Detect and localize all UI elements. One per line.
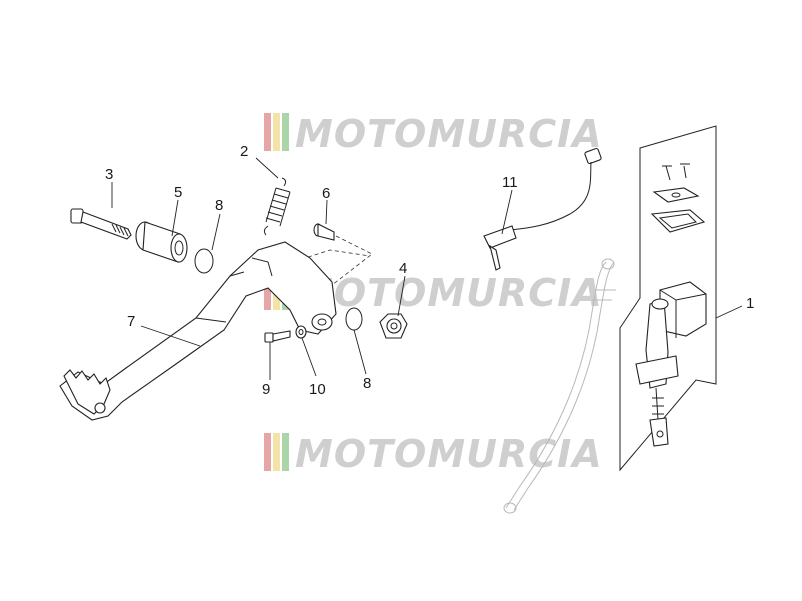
washer-part-10 [295, 325, 307, 339]
callout-8-left: 8 [215, 197, 223, 214]
callout-2: 2 [240, 143, 248, 160]
bolt-part-3 [70, 208, 132, 240]
leader-lines [111, 157, 743, 380]
callout-5: 5 [174, 184, 182, 201]
bushing-part-5 [135, 221, 188, 263]
brake-hose-outline [503, 258, 616, 514]
watermark-top: MOTOMURCIA [264, 112, 603, 156]
callout-3: 3 [105, 166, 113, 183]
callout-11: 11 [502, 174, 518, 191]
callout-7: 7 [127, 313, 135, 330]
pin-part-6 [313, 223, 335, 241]
watermark-text-top: MOTOMURCIA [295, 112, 603, 156]
callout-4: 4 [399, 260, 407, 277]
watermark-bottom: MOTOMURCIA [264, 432, 603, 476]
assembly-line-1 [317, 235, 373, 297]
callout-10: 10 [309, 381, 326, 398]
brake-pedal-part-7 [59, 241, 337, 421]
callout-6: 6 [322, 185, 330, 202]
callout-9: 9 [262, 381, 270, 398]
watermark-text-bottom: MOTOMURCIA [295, 432, 603, 476]
master-cylinder-assembly-part-1 [619, 125, 717, 472]
callout-1: 1 [746, 295, 754, 312]
brake-switch-part-11 [483, 147, 602, 271]
nut-part-4 [379, 313, 408, 339]
callout-8-right: 8 [363, 375, 371, 392]
screw-part-9 [264, 330, 291, 343]
o-ring-part-8-left [194, 248, 214, 274]
watermark-text-middle: MOTOMURCIA [295, 271, 603, 315]
spring-part-2 [263, 177, 291, 236]
